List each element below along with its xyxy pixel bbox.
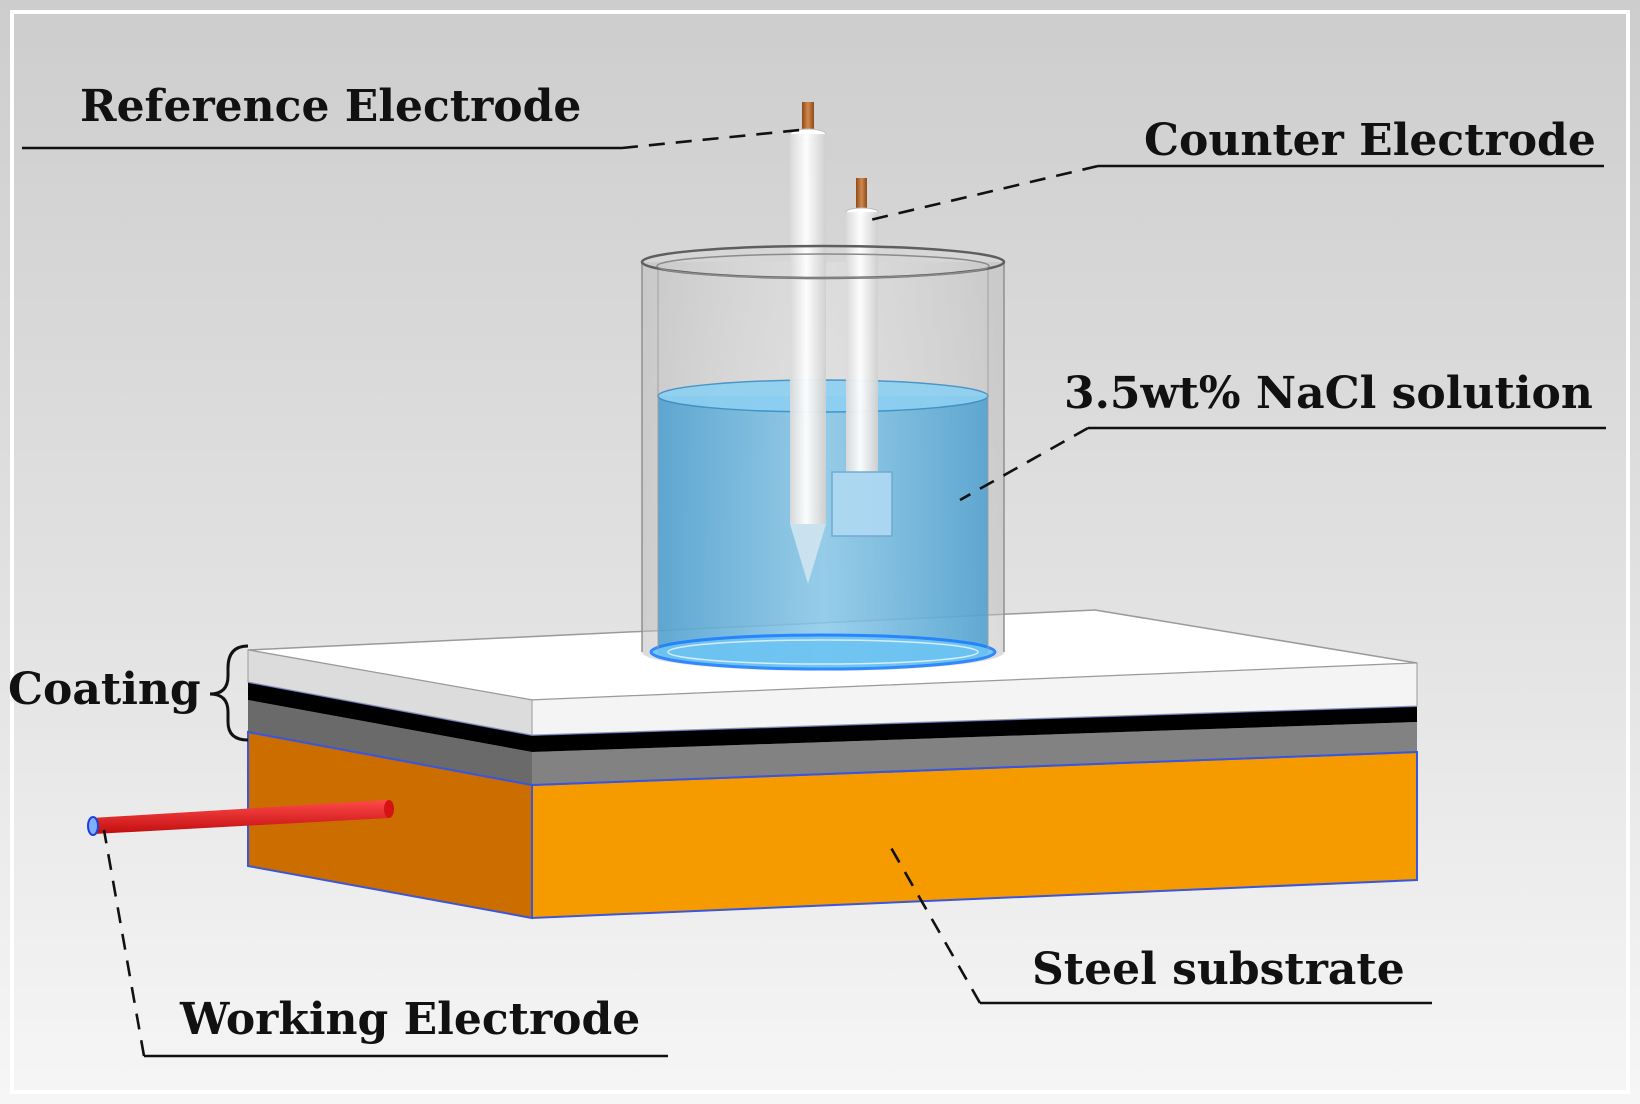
coating-label: Coating xyxy=(8,664,201,715)
beaker xyxy=(640,102,1006,672)
working-electrode-wire xyxy=(87,800,394,836)
counter-electrode-rod xyxy=(846,212,878,472)
coating-black-layer-side xyxy=(248,682,532,752)
counter-electrode-tip xyxy=(856,178,867,212)
reference-electrode-rod xyxy=(790,134,826,524)
reference-electrode-cone xyxy=(790,524,826,584)
specimen-block xyxy=(247,609,1418,920)
counter-electrode-label: Counter Electrode xyxy=(1144,115,1596,166)
leader-lines xyxy=(22,128,1606,1058)
frame-border xyxy=(10,10,1630,1094)
solution-label: 3.5wt% NaCl solution xyxy=(1064,368,1593,419)
reference-electrode-leader xyxy=(621,128,801,150)
counter-electrode xyxy=(831,178,893,537)
coating-black-layer-front xyxy=(532,706,1417,752)
reference-electrode-tip xyxy=(802,102,814,134)
reference-electrode xyxy=(789,102,827,584)
counter-electrode-plate xyxy=(831,471,893,537)
steel-substrate-leader xyxy=(888,845,982,1004)
coating-gray-layer-front xyxy=(532,722,1417,785)
working-electrode-rod xyxy=(92,800,390,834)
counter-electrode-leader xyxy=(869,164,1099,222)
coating-gray-layer-edge-front xyxy=(531,751,1418,786)
coating-brace xyxy=(209,644,249,742)
beaker-bottom-ring-inner xyxy=(667,639,979,665)
reference-electrode-label: Reference Electrode xyxy=(80,81,581,132)
beaker-rim-inner xyxy=(656,253,990,279)
coating-top-layer-front xyxy=(531,662,1418,736)
solution-leader xyxy=(959,426,1089,502)
coating-gray-layer-edge xyxy=(247,731,533,786)
beaker-bottom-ring xyxy=(649,633,997,671)
steel-substrate-label: Steel substrate xyxy=(1032,944,1405,995)
working-electrode-leader xyxy=(102,829,146,1057)
coating-gray-layer-side xyxy=(248,700,532,785)
working-electrode-rod-end xyxy=(87,816,99,836)
working-electrode-label: Working Electrode xyxy=(179,994,640,1045)
working-electrode-rod-tip xyxy=(384,800,394,818)
